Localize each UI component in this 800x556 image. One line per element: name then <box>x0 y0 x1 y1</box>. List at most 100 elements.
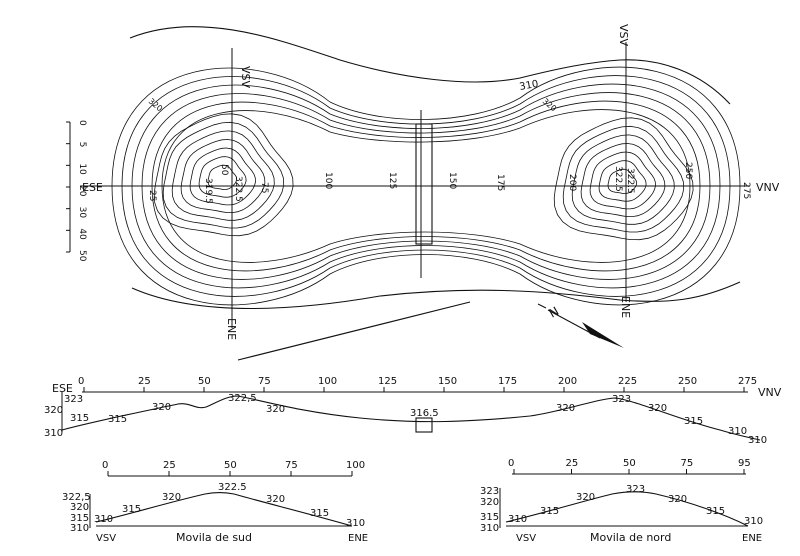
contour-label-3195: 319.5 <box>203 178 213 204</box>
long-profile-tick-label: 25 <box>138 376 151 387</box>
scale-tick-label: 40 <box>77 228 87 240</box>
north-pt-315l: 315 <box>540 506 559 517</box>
south-profile-tick-label: 50 <box>224 460 237 471</box>
contour-label-25: 25 <box>147 190 157 201</box>
contour-label-320-north: 320 <box>541 97 558 114</box>
contour-label-275: 275 <box>741 182 751 199</box>
south-profile-tick-label: 25 <box>163 460 176 471</box>
south-pt-320r: 320 <box>266 494 285 505</box>
north-pt-320r: 320 <box>668 494 687 505</box>
long-elev-320: 320 <box>44 405 63 416</box>
scale-tick-label: 0 <box>77 120 87 126</box>
north-elev-323: 323 <box>480 486 499 497</box>
south-elev-3225: 322,5 <box>62 492 91 503</box>
scale-tick-label: 50 <box>77 250 87 262</box>
north-mound-contour <box>571 134 675 225</box>
south-mound-contour <box>180 139 266 213</box>
north-pt-310r: 310 <box>744 516 763 527</box>
south-ene-label: ENE <box>348 533 368 544</box>
north-pt-peak: 323 <box>626 484 645 495</box>
long-elev-310: 310 <box>44 428 63 439</box>
long-profile-tick-label: 175 <box>498 376 517 387</box>
south-vsv-label: VSV <box>96 533 116 544</box>
contour-label-50: 50 <box>219 164 229 176</box>
north-profile-tick-label: 0 <box>508 458 514 469</box>
north-mound-contour <box>553 117 694 241</box>
south-pt-310r: 310 <box>346 518 365 529</box>
south-mound-contour <box>171 130 275 221</box>
north-profile-line <box>505 491 749 527</box>
north-mound-contour <box>598 160 647 202</box>
south-pt-peak: 322.5 <box>218 482 247 493</box>
south-profile-tick-label: 100 <box>346 460 365 471</box>
long-pt-320n: 320 <box>556 403 575 414</box>
long-pt-3165: 316.5 <box>410 408 439 419</box>
north-vsv-label: VSV <box>516 533 536 544</box>
south-vsv-label: VSV <box>239 66 252 89</box>
long-profile-tick-label: 50 <box>198 376 211 387</box>
scale-tick-label: 5 <box>77 142 87 148</box>
north-arrow: N <box>537 303 624 348</box>
north-pt-315r: 315 <box>706 506 725 517</box>
vnv-label: VNV <box>756 181 780 194</box>
contour-plan: ESE VNV VSV ENE VSV ENE 310 25 50 319.5 … <box>66 24 780 361</box>
contour-label-175: 175 <box>495 174 505 191</box>
excavation-trench <box>415 123 433 245</box>
south-mound-contour <box>153 113 294 237</box>
north-vsv-label: VSV <box>617 24 630 47</box>
ese-label: ESE <box>82 181 103 194</box>
north-ene-label: ENE <box>742 533 762 544</box>
long-pt-320b: 320 <box>266 404 285 415</box>
contour-label-3225-north: 322.5 <box>613 166 623 192</box>
south-profile-ticks: 0 25 50 75 100 <box>102 460 365 476</box>
contour-label-100: 100 <box>323 172 333 189</box>
south-pt-310l: 310 <box>94 514 113 525</box>
south-elev-320: 320 <box>70 502 89 513</box>
north-elev-320: 320 <box>480 497 499 508</box>
south-ene-label: ENE <box>225 318 238 340</box>
long-pt-315: 315 <box>108 414 127 425</box>
north-ene-label: ENE <box>619 296 632 318</box>
long-profile-vnv: VNV <box>758 386 782 399</box>
north-elev-310: 310 <box>480 523 499 534</box>
south-mound-contour <box>207 164 237 190</box>
long-pt-310nb: 310 <box>748 435 767 446</box>
south-profile-tick-label: 75 <box>285 460 298 471</box>
scale-tick-label: 30 <box>77 207 87 219</box>
north-profile-tick-label: 25 <box>566 458 579 469</box>
long-profile-tick-label: 250 <box>678 376 697 387</box>
contour-label-250: 250 <box>683 162 693 179</box>
contour-label-3225-north-b: 322.5 <box>625 168 635 194</box>
north-mound-contour <box>589 151 656 210</box>
south-pt-315r: 315 <box>310 508 329 519</box>
long-pt-320nb: 320 <box>648 403 667 414</box>
contour-label-200: 200 <box>567 174 577 191</box>
contour-label-75: 75 <box>259 182 269 193</box>
contour-label-310: 310 <box>519 79 540 93</box>
south-elev-310: 310 <box>70 523 89 534</box>
long-profile-tick-label: 275 <box>738 376 757 387</box>
contour-label-125: 125 <box>387 172 397 189</box>
north-mound-contour <box>580 143 666 217</box>
north-arrow-letter: N <box>547 304 562 321</box>
south-profile-tick-label: 0 <box>102 460 108 471</box>
north-pt-320l: 320 <box>576 492 595 503</box>
long-pt-315n: 315 <box>684 416 703 427</box>
scale-tick-label: 10 <box>77 163 87 175</box>
south-profile-line <box>95 491 353 527</box>
long-profile-tick-label: 125 <box>378 376 397 387</box>
south-mound-contour <box>189 147 256 206</box>
north-elev-315: 315 <box>480 512 499 523</box>
north-mound-contour <box>607 168 637 194</box>
long-pt-310n: 310 <box>728 426 747 437</box>
north-profile-tick-label: 50 <box>623 458 636 469</box>
south-profile-title: Movila de sud <box>176 531 252 544</box>
long-profile-tick-label: 100 <box>318 376 337 387</box>
south-pt-315l: 315 <box>122 504 141 515</box>
north-profile-tick-label: 75 <box>681 458 694 469</box>
